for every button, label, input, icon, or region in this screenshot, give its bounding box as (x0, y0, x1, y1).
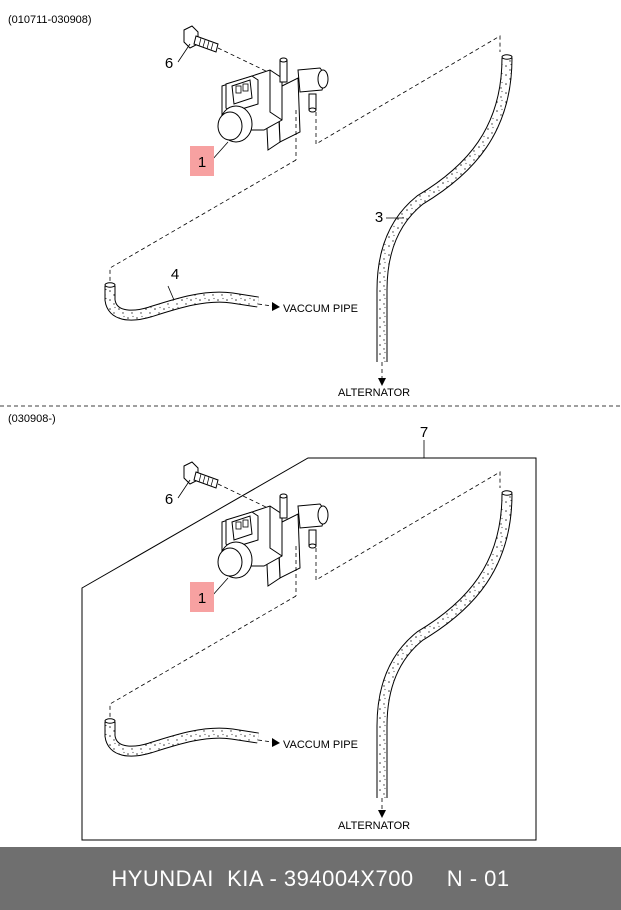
section-1-diagram: 1 6 3 4 VACCUM PIPE ALTERNATOR (104, 25, 513, 399)
alternator-hose-icon (377, 57, 512, 362)
callout-7: 7 (420, 424, 428, 441)
bolt-icon (183, 461, 219, 489)
alternator-label: ALTERNATOR (338, 820, 410, 832)
callout-4: 4 (171, 266, 179, 283)
callout-1-highlight (190, 146, 214, 176)
section-1-range: (010711-030908) (8, 14, 92, 26)
callout-3: 3 (375, 209, 383, 226)
section-2-diagram: 1 6 VACCUM PIPE ALTERNATOR 7 (81, 424, 537, 841)
section-2-range: (030908-) (8, 413, 56, 425)
vaccum-pipe-label: VACCUM PIPE (283, 303, 358, 315)
vacuum-hose-icon (105, 722, 259, 756)
part-number-footer: HYUNDAI KIA - 394004X700 N - 01 (0, 847, 621, 910)
assembly-frame (81, 457, 537, 841)
bolt-icon (183, 25, 219, 53)
callout-6: 6 (165, 491, 173, 508)
solenoid-valve-icon (217, 493, 329, 587)
parts-diagram: 1 6 3 4 VACCUM PIPE ALTERNATOR (0, 25, 621, 841)
callout-6: 6 (165, 55, 173, 72)
callout-1: 1 (198, 590, 206, 607)
callout-1-highlight (190, 582, 214, 612)
solenoid-valve-icon (217, 57, 329, 151)
callout-1: 1 (198, 154, 206, 171)
vacuum-hose-icon (105, 286, 259, 320)
vaccum-pipe-label: VACCUM PIPE (283, 739, 358, 751)
alternator-hose-icon (377, 493, 512, 798)
alternator-label: ALTERNATOR (338, 387, 410, 399)
